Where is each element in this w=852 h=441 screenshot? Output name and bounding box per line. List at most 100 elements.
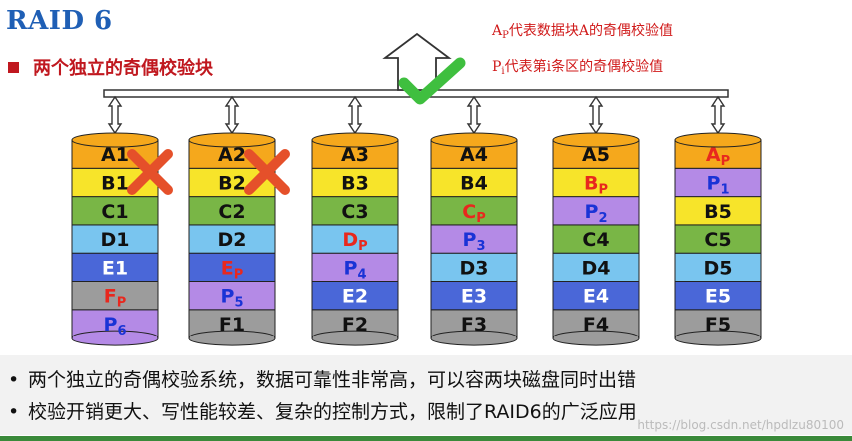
block-label: A3	[341, 144, 369, 166]
block-label: E5	[705, 286, 731, 308]
disk-block: C4	[552, 224, 640, 254]
disk-block: E4	[552, 281, 640, 311]
controller-bus	[103, 32, 729, 135]
disk-block: F4	[552, 309, 640, 346]
disk-block: D4	[552, 252, 640, 282]
disk-block: D1	[71, 224, 159, 254]
legend-2-subscript: i	[501, 66, 505, 77]
double-arrow-icon	[466, 95, 482, 135]
disk-block: P4	[311, 252, 399, 282]
summary-line-1: •两个独立的奇偶校验系统，数据可靠性非常高，可以容两块磁盘同时出错	[8, 365, 636, 392]
legend-1-symbol: A	[492, 23, 503, 39]
disk-block: D2	[188, 224, 276, 254]
disk-block: E2	[311, 281, 399, 311]
failed-cross-icon	[127, 149, 173, 195]
legend-1-text: 代表数据块A的奇偶校验值	[508, 23, 673, 39]
block-label: F1	[219, 314, 245, 336]
summary-line-2: • 校验开销更大、写性能较差、复杂的控制方式，限制了RAID6的广泛应用	[8, 397, 637, 424]
disk-block: B5	[674, 196, 762, 226]
double-arrow-icon	[710, 95, 726, 135]
disk-block: E3	[430, 281, 518, 311]
block-label: E1	[102, 257, 128, 279]
block-label: F3	[461, 314, 487, 336]
page-title: RAID 6	[6, 6, 113, 36]
disk-block: C5	[674, 224, 762, 254]
block-label: P6	[104, 314, 127, 339]
disk-top-cap	[311, 132, 399, 148]
disk-block: P1	[674, 167, 762, 197]
disk-block: C3	[311, 196, 399, 226]
block-label: B3	[341, 172, 369, 194]
summary-line-2-text: 校验开销更大、写性能较差、复杂的控制方式，限制了RAID6的广泛应用	[28, 401, 637, 423]
disk-block: F1	[188, 309, 276, 346]
disk-block: P5	[188, 281, 276, 311]
block-label: P1	[707, 172, 730, 197]
disk-block: E5	[674, 281, 762, 311]
disk-block: EP	[188, 252, 276, 282]
watermark: https://blog.csdn.net/hpdlzu80100	[637, 418, 844, 432]
block-label: A5	[582, 144, 610, 166]
legend-parity-block: AP代表数据块A的奇偶校验值	[492, 20, 673, 41]
block-label: A1	[101, 144, 129, 166]
disk-block: FP	[71, 281, 159, 311]
bullet-icon: •	[8, 401, 20, 423]
check-mark-icon	[398, 57, 466, 105]
bullet-icon: •	[8, 369, 20, 391]
block-label: A2	[218, 144, 246, 166]
bullet-square-icon	[8, 61, 19, 73]
disk-top-cap	[674, 132, 762, 148]
block-label: AP	[706, 144, 730, 169]
double-arrow-icon	[588, 95, 604, 135]
block-label: C3	[341, 201, 368, 223]
disk-block: DP	[311, 224, 399, 254]
block-label: D4	[582, 257, 611, 279]
block-label: C1	[101, 201, 128, 223]
block-label: F2	[342, 314, 368, 336]
block-label: D3	[460, 257, 489, 279]
block-label: D1	[101, 229, 130, 251]
block-label: P3	[463, 229, 486, 254]
double-arrow-icon	[107, 95, 123, 135]
block-label: D2	[218, 229, 247, 251]
disk-block: B4	[430, 167, 518, 198]
block-label: E4	[583, 286, 609, 308]
disk-block: P3	[430, 224, 518, 254]
disk-block: F2	[311, 309, 399, 346]
bottom-bar	[0, 436, 852, 441]
disk-block: D3	[430, 252, 518, 282]
disk-block: P6	[71, 309, 159, 346]
summary-panel: •两个独立的奇偶校验系统，数据可靠性非常高，可以容两块磁盘同时出错 • 校验开销更…	[0, 355, 852, 435]
legend-parity-stripe: Pi代表第i条区的奇偶校验值	[492, 56, 663, 77]
disk-block: E1	[71, 252, 159, 282]
block-label: F4	[583, 314, 609, 336]
block-label: P5	[221, 286, 244, 311]
double-arrow-icon	[224, 95, 240, 135]
legend-2-text: 代表第i条区的奇偶校验值	[504, 59, 664, 75]
failed-cross-icon	[244, 149, 290, 195]
block-label: E2	[342, 286, 368, 308]
status-marks	[127, 57, 466, 195]
disk-block: D5	[674, 252, 762, 282]
disk-top-cap	[188, 132, 276, 148]
block-label: D5	[704, 257, 733, 279]
block-label: B2	[218, 172, 246, 194]
disk-top-cap	[71, 132, 159, 148]
disk-block: BP	[552, 167, 640, 197]
disk-block: C1	[71, 196, 159, 226]
block-label: C4	[582, 229, 609, 251]
block-label: F5	[705, 314, 731, 336]
disk-block: C2	[188, 196, 276, 226]
block-label: B1	[101, 172, 129, 194]
legend-1-subscript: P	[502, 30, 509, 41]
disk-top-cap	[430, 132, 518, 148]
block-label: P4	[344, 257, 367, 282]
disk-block: P2	[552, 196, 640, 226]
block-label: FP	[104, 286, 127, 311]
block-label: A4	[460, 144, 488, 166]
